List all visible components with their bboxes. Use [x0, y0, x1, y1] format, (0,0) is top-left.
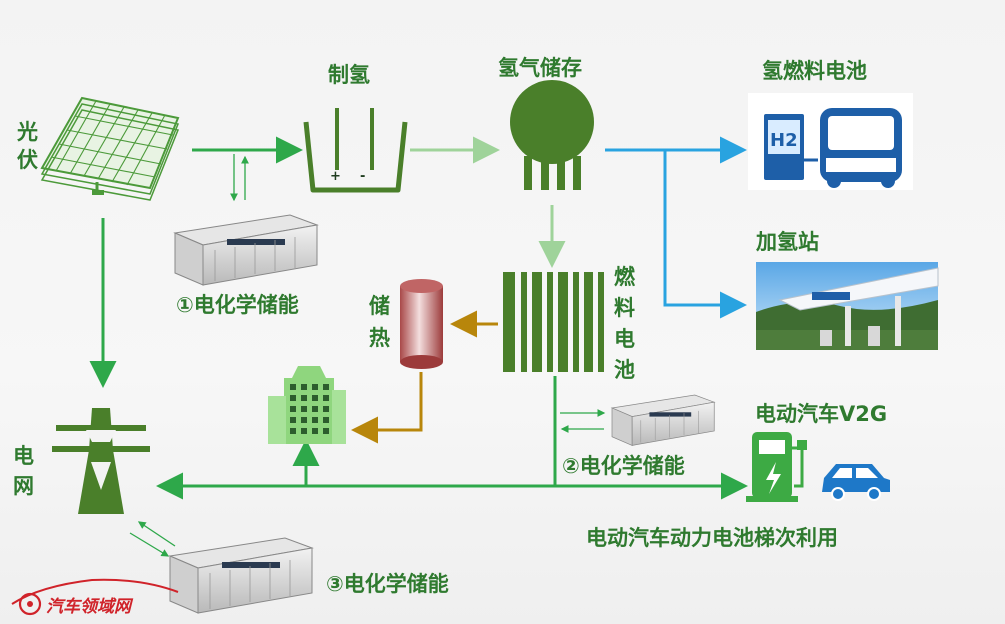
building-window [323, 417, 329, 423]
battery-container-1-icon [173, 214, 319, 286]
ev-v2g-label: 电动汽车V2G [755, 402, 887, 426]
heat-storage-label-2: 热 [369, 326, 390, 350]
building-window [290, 417, 296, 423]
building-window [290, 406, 296, 412]
building-window [301, 406, 307, 412]
building-icon [268, 366, 346, 444]
fuel-cell-label-3: 电 [614, 327, 635, 351]
building-window [312, 406, 318, 412]
solar-panel-icon [40, 96, 180, 201]
watermark-text: 汽车领域网 [46, 597, 134, 617]
building-window [312, 428, 318, 434]
storage-to-h2-station-arrow [663, 150, 747, 319]
building-window [301, 428, 307, 434]
building-window [290, 428, 296, 434]
battery-reuse-label: 电动汽车动力电池梯次利用 [586, 526, 838, 550]
storage-1-label: ①电化学储能 [176, 293, 299, 317]
hydrogen-sphere-tank-icon [510, 80, 594, 190]
battery-container-2-icon [610, 394, 716, 446]
solar-label-1: 光 [16, 120, 38, 144]
h2-icon-text: H2 [770, 130, 798, 151]
fuel-cell-label-1: 燃 [614, 265, 636, 289]
storage-2-label: ②电化学储能 [562, 454, 685, 478]
electrode-minus-label: - [360, 169, 365, 184]
solar-label-2: 伏 [17, 148, 38, 172]
electrolyzer-icon [303, 108, 408, 193]
building-window [312, 395, 318, 401]
building-window [301, 384, 307, 390]
fuel-cell-label-2: 料 [614, 296, 635, 320]
electric-car-icon [822, 464, 890, 501]
building-window [323, 428, 329, 434]
storage3-discharge-arrow [137, 521, 176, 547]
building-window [290, 395, 296, 401]
storage3-charge-arrow [129, 532, 170, 557]
power-tower-icon [52, 408, 150, 514]
heat-to-building-arrow [351, 372, 423, 444]
flow-lines [89, 136, 748, 557]
watermark-logo [11, 578, 179, 616]
building-window [312, 417, 318, 423]
battery-container-3-icon [168, 537, 314, 614]
grid-label-2: 网 [13, 474, 34, 498]
grid-label-1: 电 [13, 444, 34, 468]
ev-charger-icon [746, 432, 807, 502]
building-window [312, 384, 318, 390]
hydrogen-bus-image [748, 93, 913, 190]
storage-3-label: ③电化学储能 [326, 572, 449, 596]
building-window [301, 417, 307, 423]
labels: 光 伏 制氢 氢气储存 氢燃料电池 加氢站 ①电化学储能 储 热 燃 料 电 池… [13, 56, 887, 617]
electrolysis-label: 制氢 [328, 63, 370, 87]
building-window [301, 395, 307, 401]
fuel-cell-label-4: 池 [614, 358, 635, 382]
building-window [323, 384, 329, 390]
fuel-cell-stack-icon [503, 272, 604, 372]
electrode-plus-label: + [330, 169, 341, 184]
heat-storage-tank-icon [400, 279, 443, 369]
building-window [323, 395, 329, 401]
h2-fuel-cell-label: 氢燃料电池 [762, 59, 867, 83]
h2-station-label: 加氢站 [755, 230, 819, 254]
hydrogen-station-image [756, 262, 939, 350]
building-window [290, 384, 296, 390]
heat-storage-label-1: 储 [369, 294, 390, 318]
building-window [323, 406, 329, 412]
h2-storage-label: 氢气储存 [498, 56, 582, 80]
